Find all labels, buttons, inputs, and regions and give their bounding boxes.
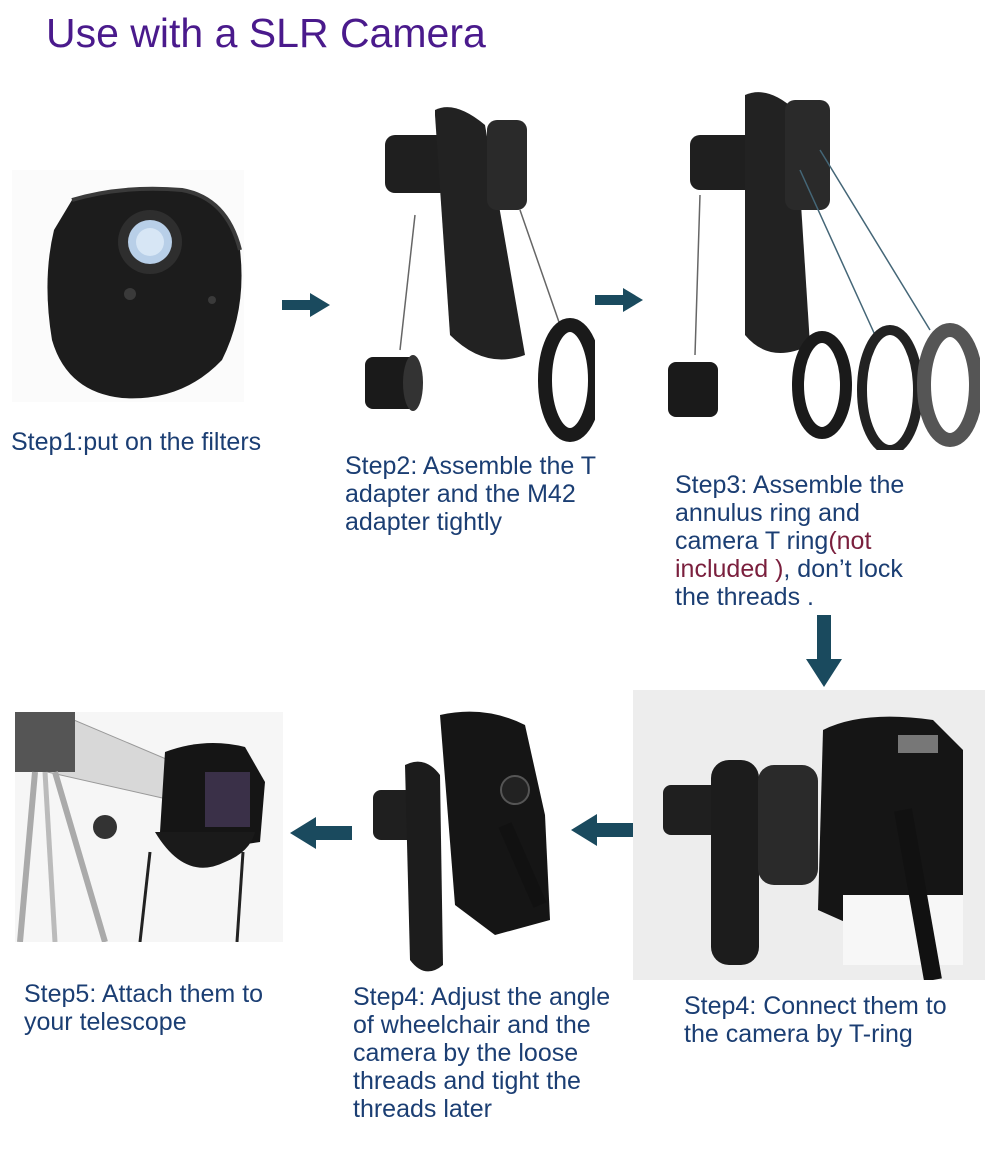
step3-line: Step3: Assemble the: [675, 471, 905, 499]
step4-connect-line: the camera by T-ring: [684, 1020, 913, 1048]
step3-text: Step3: Assemble the annulus ring and cam…: [675, 471, 904, 611]
page-title: Use with a SLR Camera: [46, 10, 486, 56]
step4-connect-text: Step4: Connect them to the camera by T-r…: [684, 992, 947, 1048]
step3-line: the threads .: [675, 583, 814, 611]
not-included-note: (not: [828, 527, 872, 555]
step5-line: your telescope: [24, 1008, 187, 1036]
step2-line: adapter tightly: [345, 508, 503, 536]
telescope-attach-photo: [15, 712, 283, 942]
arrow-left-icon: [571, 814, 633, 846]
arrow-right-icon: [595, 288, 643, 312]
step4-adjust-line: threads and tight the: [353, 1067, 581, 1095]
step2-line: Step2: Assemble the T: [345, 452, 597, 480]
step2-text: Step2: Assemble the T adapter and the M4…: [345, 452, 596, 536]
step1-text: Step1:put on the filters: [11, 428, 262, 456]
camera-connect-photo: [633, 690, 985, 980]
step5-line: Step5: Attach them to: [24, 980, 264, 1008]
step2-line: adapter and the M42: [345, 480, 576, 508]
t-adapter-assembly-photo: [355, 95, 595, 445]
step4-adjust-line: threads later: [353, 1095, 492, 1123]
arrow-down-icon: [806, 615, 842, 687]
step4-adjust-line: camera by the loose: [353, 1039, 579, 1067]
step3-text-part: , don’t lock: [783, 555, 903, 583]
arrow-right-icon: [282, 293, 330, 317]
step3-line: included ), don’t lock: [675, 555, 904, 583]
angle-adjust-photo: [365, 705, 560, 980]
step3-text-part: camera T ring: [675, 527, 829, 555]
step4-adjust-text: Step4: Adjust the angle of wheelchair an…: [353, 983, 610, 1123]
step5-text: Step5: Attach them to your telescope: [24, 980, 263, 1036]
not-included-note: included ): [675, 555, 784, 583]
arrow-left-icon: [290, 817, 352, 849]
step4-adjust-line: Step4: Adjust the angle: [353, 983, 611, 1011]
annulus-ring-assembly-photo: [660, 90, 980, 450]
step3-line: annulus ring and: [675, 499, 860, 527]
step4-connect-line: Step4: Connect them to: [684, 992, 947, 1020]
step4-adjust-line: of wheelchair and the: [353, 1011, 591, 1039]
step3-line: camera T ring(not: [675, 527, 904, 555]
filter-wheel-photo: [12, 170, 244, 402]
